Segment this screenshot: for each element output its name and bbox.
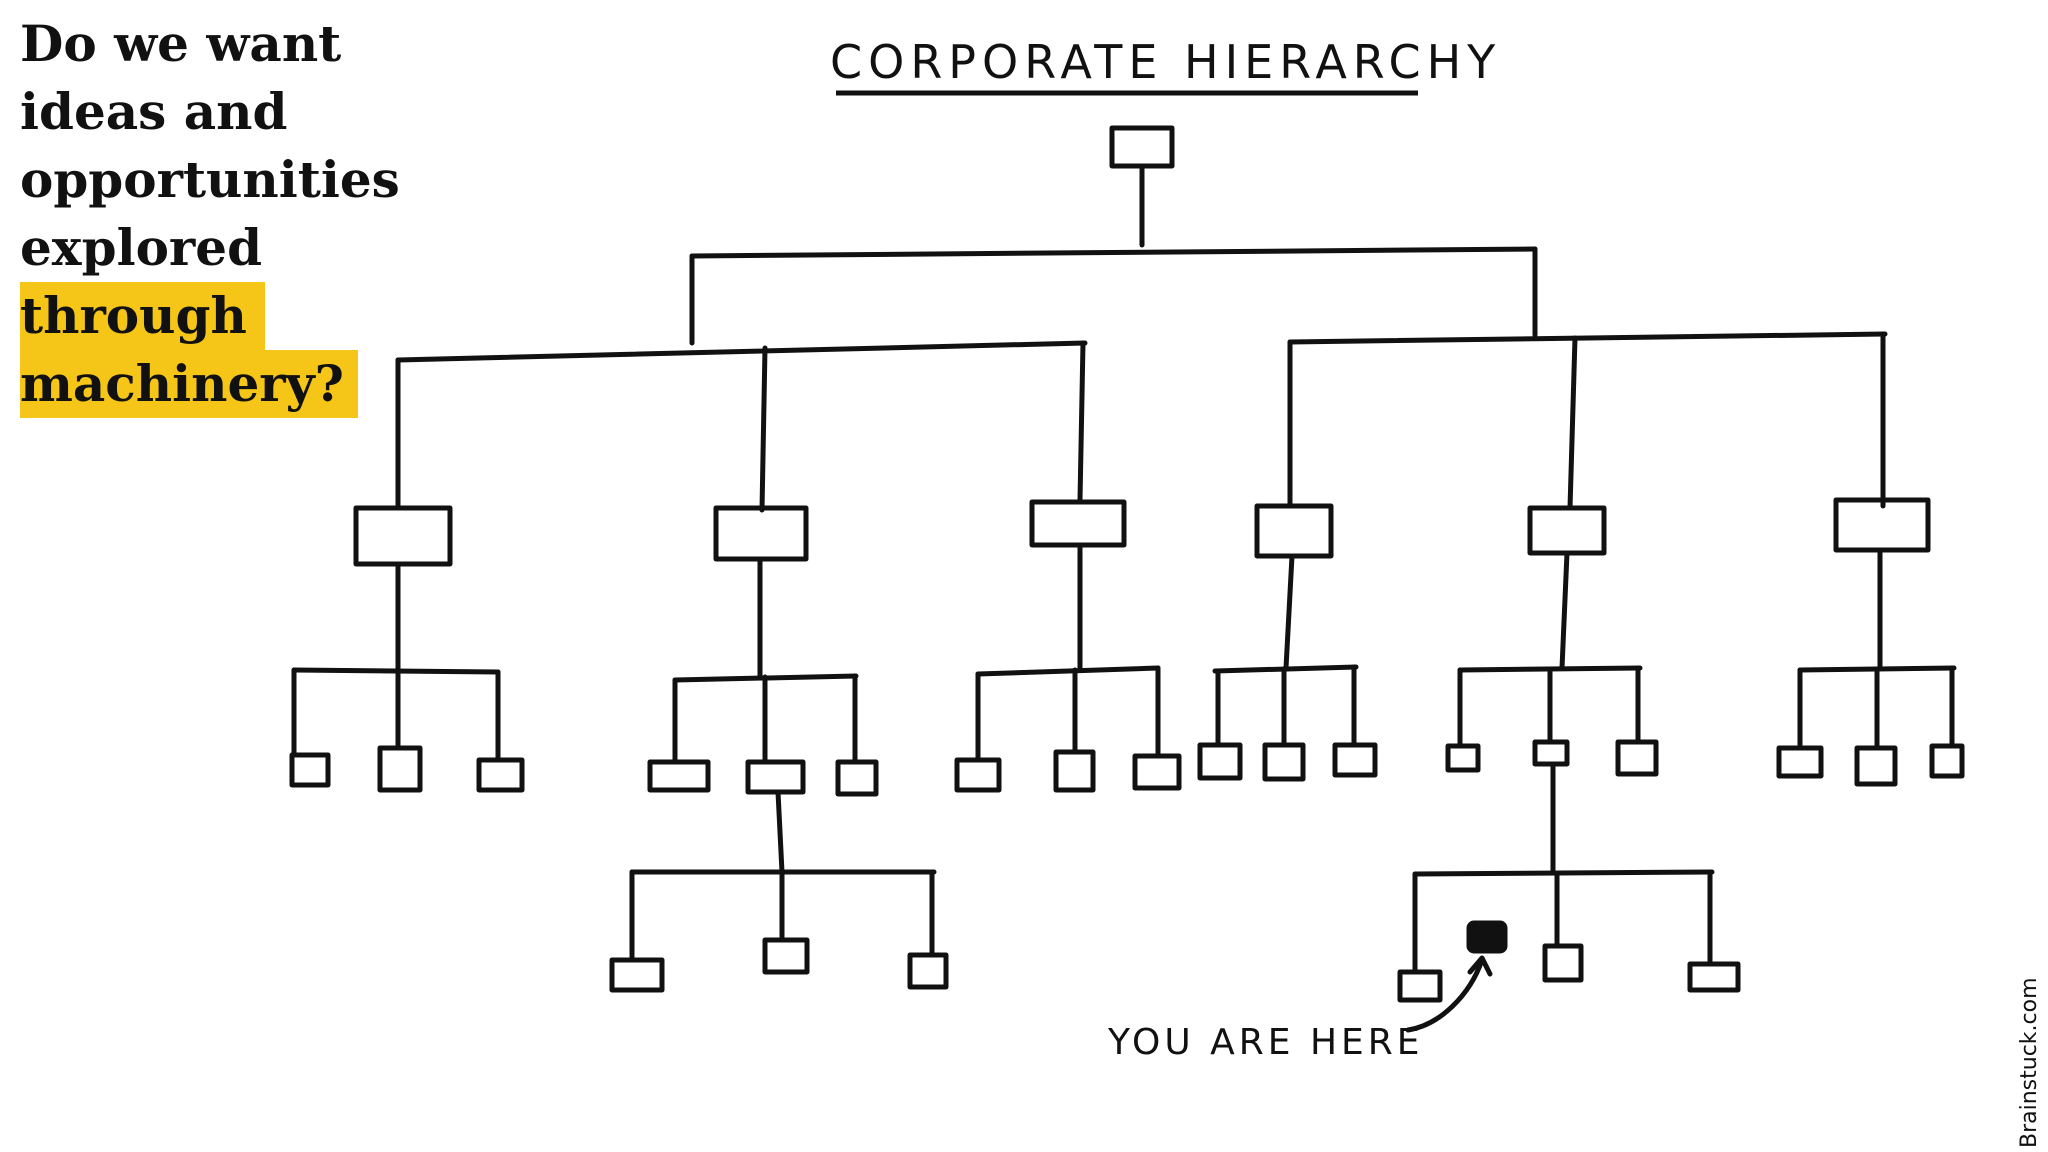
question-line-1: Do we want <box>20 14 342 73</box>
org-chart <box>289 125 1965 1033</box>
manager-box-4 <box>1254 503 1334 559</box>
diagram-title: CORPORATE HIERARCHY <box>830 35 1501 89</box>
highlighted-line-machinery: machinery? <box>20 350 358 418</box>
highlighted-line-through: through <box>20 282 265 350</box>
question-line-4: explored <box>20 218 263 277</box>
question-line-3: opportunities <box>20 150 400 209</box>
question-heading: Do we want ideas and opportunities explo… <box>20 10 460 418</box>
pointer-arrow <box>1405 957 1485 1033</box>
question-line-2: ideas and <box>20 82 288 141</box>
manager-box-5 <box>1527 505 1607 556</box>
you-are-here-label: YOU ARE HERE <box>1107 1022 1424 1063</box>
manager-box-1 <box>353 505 453 567</box>
you-are-here-box <box>1466 920 1508 954</box>
manager-box-2 <box>713 505 809 562</box>
manager-box-3 <box>1029 499 1127 548</box>
credit-text: Brainstuck.com <box>2017 977 2042 1148</box>
ceo-box <box>1109 125 1175 169</box>
